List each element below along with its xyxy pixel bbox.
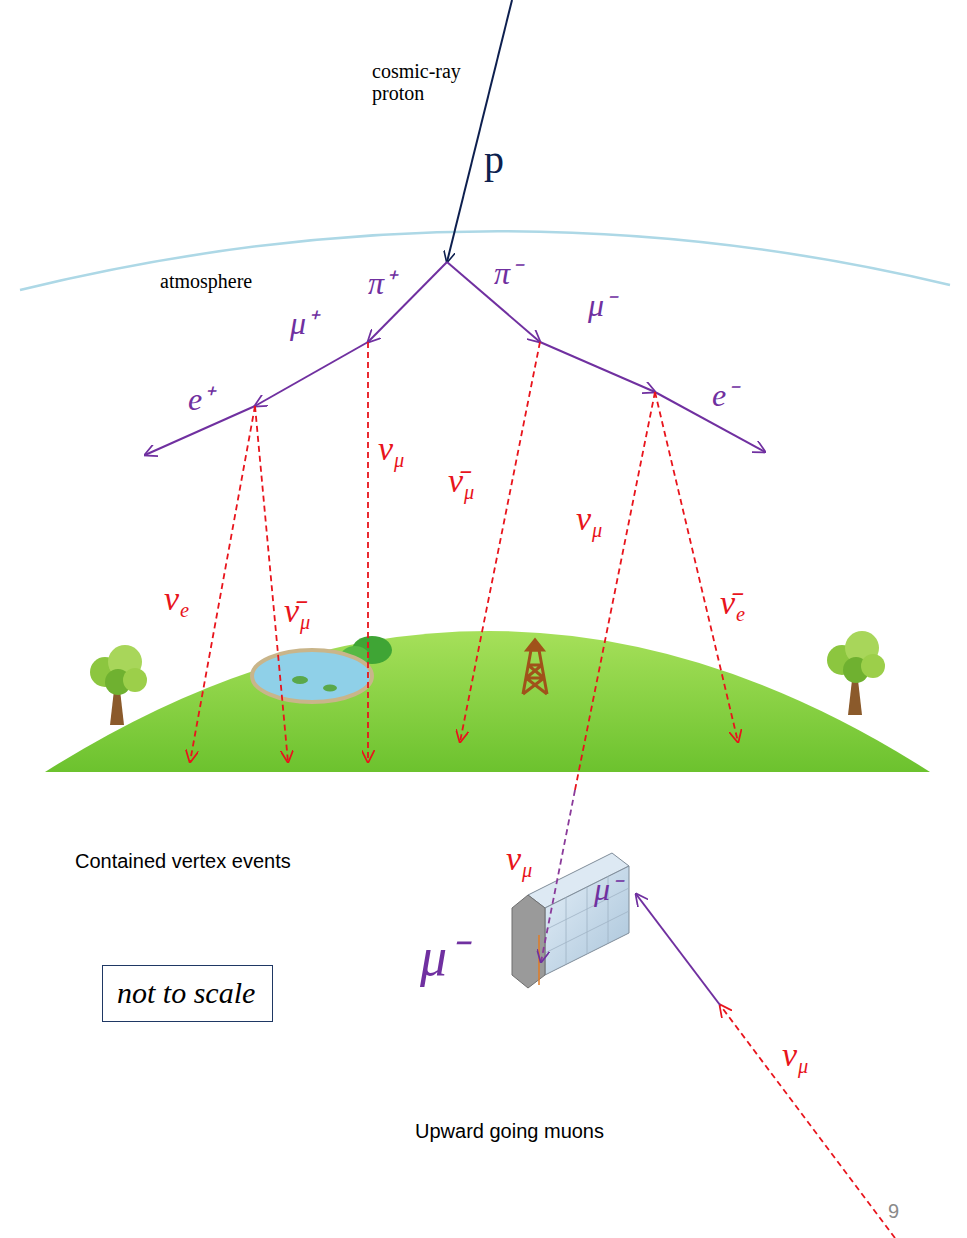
particle-symbol: νe: [164, 580, 189, 617]
particle-symbol: μ⁻: [420, 928, 465, 987]
detector: [512, 853, 629, 988]
particle-symbol: ν̄μ: [284, 592, 310, 629]
tree: [827, 631, 885, 715]
particle-symbol: ν̄e: [720, 584, 745, 621]
particle-symbol: μ⁻: [588, 288, 615, 323]
particle-symbol: νμ: [378, 430, 404, 467]
particle-symbol: μ⁻: [594, 872, 621, 907]
tower: [523, 640, 547, 694]
particle-symbol: p: [484, 138, 504, 182]
caption-text: cosmic-ray proton: [372, 60, 467, 104]
event-label: Contained vertex events: [75, 850, 291, 872]
particle-symbol: e⁺: [188, 382, 213, 417]
neutrino-tracks: [190, 342, 895, 1238]
particle-symbol: ν̄μ: [448, 462, 474, 499]
particle-symbol: νμ: [506, 840, 532, 877]
ground: [45, 631, 930, 772]
note-box: not to scale: [102, 965, 273, 1022]
proton-track: [447, 0, 512, 262]
charged-tracks: [145, 262, 765, 455]
particle-symbol: π⁻: [494, 256, 521, 291]
particle-symbol: νμ: [576, 500, 602, 537]
event-label: Upward going muons: [415, 1120, 604, 1142]
particle-symbol: π⁺: [368, 266, 395, 301]
particle-symbol: μ⁺: [290, 306, 317, 341]
region-label: atmosphere: [160, 270, 252, 292]
note-text: not to scale: [117, 976, 258, 1009]
page-number: 9: [888, 1200, 899, 1222]
neutrino-track: [541, 790, 575, 962]
muon-track: [636, 894, 720, 1005]
particle-symbol: νμ: [782, 1036, 808, 1073]
tree: [90, 645, 147, 725]
particle-symbol: e⁻: [712, 378, 737, 413]
pond: [252, 636, 392, 702]
atmosphere-arc: [20, 231, 950, 290]
